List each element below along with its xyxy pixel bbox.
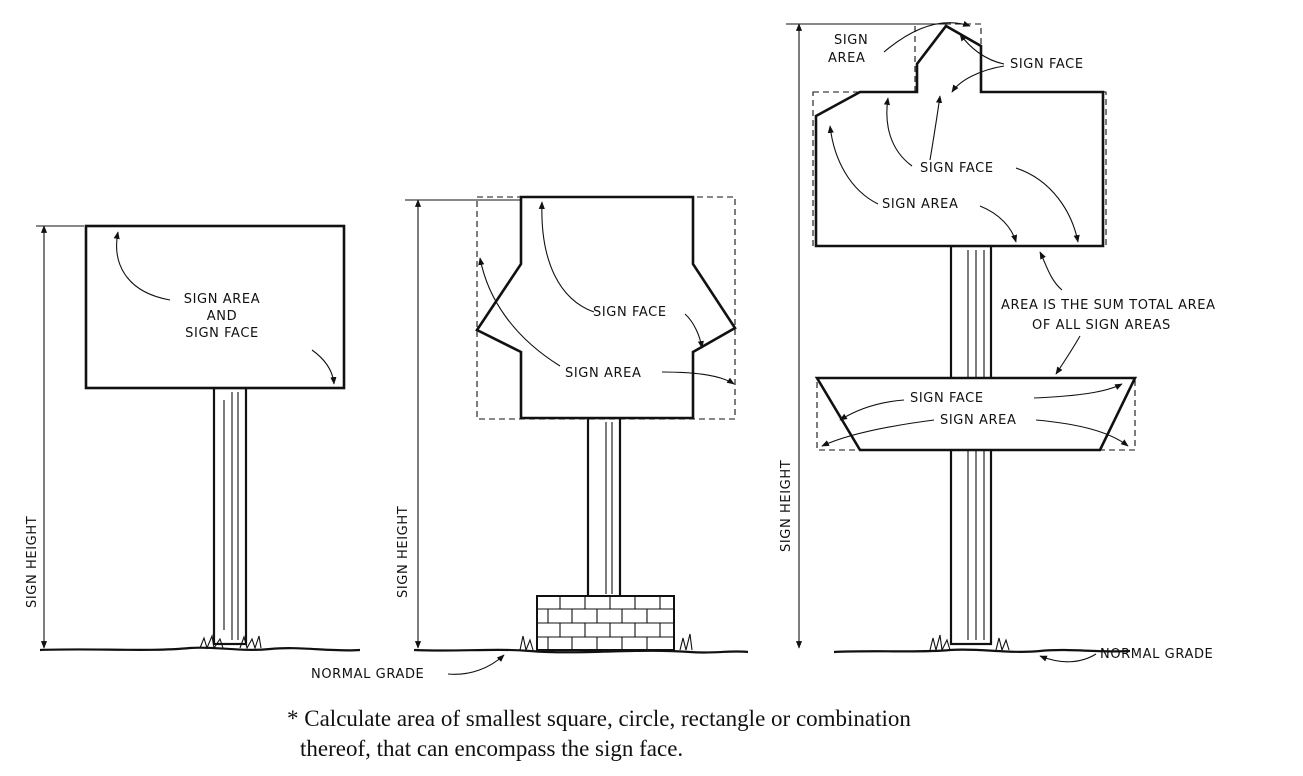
right-top-face-leader-1 [959, 33, 1005, 65]
total-area-leader-down [1055, 335, 1081, 375]
right-top-area-leader [883, 20, 971, 53]
right-main-sign-face [814, 24, 1105, 248]
right-lower-sign-face [814, 376, 1138, 452]
left-sign-face [84, 224, 346, 390]
left-face-leader [311, 349, 337, 385]
right-main-area-label: SIGN AREA [882, 197, 958, 212]
right-sign: SIGN HEIGHT SIGN AREA SIGN FACE SIGN FAC… [779, 20, 1216, 663]
left-area-leader [113, 231, 171, 301]
middle-grade-leader [447, 654, 505, 675]
right-sign-height-label: SIGN HEIGHT [779, 460, 794, 552]
left-grade-line [39, 646, 361, 652]
total-area-note-1: AREA IS THE SUM TOTAL AREA [1001, 298, 1216, 313]
footnote-line-1: * Calculate area of smallest square, cir… [287, 706, 911, 731]
right-main-face-label: SIGN FACE [920, 161, 994, 176]
left-sign-height-label: SIGN HEIGHT [25, 516, 40, 608]
middle-sign-height-label: SIGN HEIGHT [396, 506, 411, 598]
total-area-note-2: OF ALL SIGN AREAS [1032, 318, 1171, 333]
left-sign-post [212, 386, 248, 646]
middle-brick-base [536, 595, 675, 651]
middle-sign-area-label: SIGN AREA [565, 366, 641, 381]
total-area-leader-up [1039, 251, 1063, 291]
middle-grade-line [413, 648, 749, 654]
right-grade-label: NORMAL GRADE [1100, 647, 1213, 662]
right-main-face-leader [1015, 167, 1080, 243]
right-lower-area-box [816, 377, 1136, 451]
right-top-area-label-1: SIGN [834, 33, 868, 48]
right-grade-leader [1039, 653, 1097, 663]
right-lower-face-label: SIGN FACE [910, 391, 984, 406]
middle-grade-label: NORMAL GRADE [311, 667, 424, 682]
right-top-area-label-2: AREA [828, 51, 865, 66]
middle-area-leader [478, 257, 561, 367]
left-area-label-3: SIGN FACE [185, 326, 259, 341]
middle-sign-face-label: SIGN FACE [593, 305, 667, 320]
left-sign: SIGN HEIGHT SIGN AREA AND SIGN FACE [25, 224, 361, 652]
right-grade-line [833, 648, 1131, 654]
middle-sign-post [586, 416, 622, 600]
middle-face-leader [538, 201, 595, 313]
right-lower-area-label: SIGN AREA [940, 413, 1016, 428]
left-area-label-2: AND [207, 309, 237, 324]
middle-sign-face [475, 195, 737, 420]
right-top-face-label: SIGN FACE [1010, 57, 1084, 72]
left-area-label-1: SIGN AREA [184, 292, 260, 307]
right-main-area-leader [827, 125, 879, 205]
right-top-face-leader-2 [951, 65, 1005, 93]
footnote-line-2: thereof, that can encompass the sign fac… [300, 736, 683, 761]
middle-sign: SIGN HEIGHT SIGN FACE SIGN AREA [311, 195, 749, 682]
